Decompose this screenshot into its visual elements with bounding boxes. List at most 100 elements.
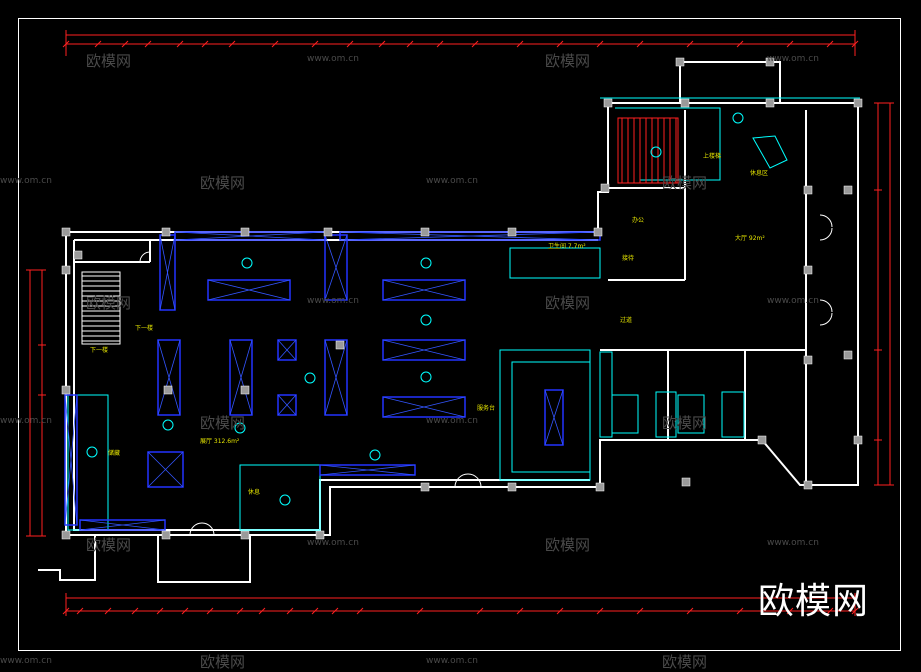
circle-tag-icon xyxy=(279,494,291,506)
watermark-logo: 欧模网 xyxy=(545,294,591,312)
label-upstairs: 上楼梯 xyxy=(703,152,721,160)
shelf-unit-icon xyxy=(382,339,466,361)
shelf-unit-icon xyxy=(207,279,291,301)
column-marker-icon xyxy=(843,185,853,195)
shelf-unit-icon xyxy=(319,464,416,476)
column-marker-icon xyxy=(61,385,71,395)
watermark-url: www.om.cn xyxy=(767,54,819,64)
column-marker-icon xyxy=(680,98,690,108)
column-marker-icon xyxy=(765,57,775,67)
label-downstairs-2: 下一楼 xyxy=(135,324,153,332)
circle-tag-icon xyxy=(420,257,432,269)
drawing-frame xyxy=(18,18,901,651)
watermark-logo: 欧模网 xyxy=(200,174,246,192)
column-marker-icon xyxy=(507,482,517,492)
dimension-lines-right xyxy=(874,102,894,486)
circle-tag-icon xyxy=(304,372,316,384)
column-marker-icon xyxy=(240,530,250,540)
door-swing-icon xyxy=(139,214,833,536)
shelf-unit-icon xyxy=(382,396,466,418)
watermark-url: www.om.cn xyxy=(767,296,819,306)
staircase-icon xyxy=(81,271,121,345)
shelf-unit-icon xyxy=(147,451,184,488)
label-downstairs: 下一楼 xyxy=(90,346,108,354)
walls xyxy=(38,61,859,583)
column-marker-icon xyxy=(765,98,775,108)
watermark-url: www.om.cn xyxy=(0,176,52,186)
shelf-unit-icon xyxy=(277,339,297,361)
room-labels: 展厅 312.6m² 卫生间 7.7m² 大厅 92m² 上楼梯 下一楼 下一楼… xyxy=(90,152,768,496)
column-marker-icon xyxy=(803,265,813,275)
column-marker-icon xyxy=(73,250,83,260)
watermark-logo: 欧模网 xyxy=(86,294,132,312)
watermark-url: www.om.cn xyxy=(426,416,478,426)
column-marker-icon xyxy=(420,227,430,237)
circle-tag-icon xyxy=(650,146,662,158)
brand-logo: 欧模网 xyxy=(758,581,870,622)
watermark-logo: 欧模网 xyxy=(662,653,708,671)
watermark-logo: 欧模网 xyxy=(545,536,591,554)
column-markers xyxy=(61,57,863,540)
label-restroom: 卫生间 7.7m² xyxy=(548,242,586,250)
circle-tag-icon xyxy=(420,314,432,326)
column-marker-icon xyxy=(681,477,691,487)
watermark-url: www.om.cn xyxy=(767,538,819,548)
watermark-url: www.om.cn xyxy=(307,538,359,548)
watermark-logo: 欧模网 xyxy=(200,414,246,432)
column-marker-icon xyxy=(803,480,813,490)
watermark-logo: 欧模网 xyxy=(662,414,708,432)
column-marker-icon xyxy=(61,530,71,540)
column-marker-icon xyxy=(161,530,171,540)
column-marker-icon xyxy=(323,227,333,237)
watermark-logo: 欧模网 xyxy=(662,174,708,192)
circle-tags xyxy=(86,112,744,506)
shelf-unit-icon xyxy=(382,279,466,301)
column-marker-icon xyxy=(593,227,603,237)
shelf-unit-icon xyxy=(324,234,348,301)
column-marker-icon xyxy=(507,227,517,237)
column-marker-icon xyxy=(853,98,863,108)
circle-tag-icon xyxy=(241,257,253,269)
column-marker-icon xyxy=(420,482,430,492)
dimension-lines-left xyxy=(26,269,46,537)
circle-tag-icon xyxy=(86,446,98,458)
shelf-units xyxy=(64,231,601,531)
shelf-unit-icon xyxy=(79,519,166,531)
column-marker-icon xyxy=(843,350,853,360)
watermark-logo: 欧模网 xyxy=(86,52,132,70)
column-marker-icon xyxy=(61,227,71,237)
column-marker-icon xyxy=(335,340,345,350)
column-marker-icon xyxy=(757,435,767,445)
watermark-url: www.om.cn xyxy=(426,176,478,186)
column-marker-icon xyxy=(240,227,250,237)
column-marker-icon xyxy=(161,227,171,237)
watermark-logo: 欧模网 xyxy=(86,536,132,554)
label-lounge: 休息区 xyxy=(750,169,768,177)
column-marker-icon xyxy=(61,265,71,275)
dimension-lines-top xyxy=(62,30,859,56)
watermark-url: www.om.cn xyxy=(307,296,359,306)
watermark-url: www.om.cn xyxy=(0,656,52,666)
watermark-url: www.om.cn xyxy=(426,656,478,666)
watermark-logo: 欧模网 xyxy=(545,52,591,70)
circle-tag-icon xyxy=(369,449,381,461)
label-lobby: 大厅 92m² xyxy=(735,234,765,242)
watermark-url: www.om.cn xyxy=(0,416,52,426)
column-marker-icon xyxy=(853,435,863,445)
column-marker-icon xyxy=(675,57,685,67)
shelf-unit-icon xyxy=(277,394,297,416)
watermark-url: www.om.cn xyxy=(307,54,359,64)
shelf-unit-icon xyxy=(159,234,176,311)
column-marker-icon xyxy=(595,482,605,492)
column-marker-icon xyxy=(603,98,613,108)
column-marker-icon xyxy=(803,355,813,365)
shelf-unit-icon xyxy=(324,339,348,416)
circle-tag-icon xyxy=(732,112,744,124)
staircase-upper-icon xyxy=(617,117,679,184)
label-service-desk: 服务台 xyxy=(477,404,495,412)
column-marker-icon xyxy=(600,183,610,193)
shelf-unit-icon xyxy=(157,339,181,416)
fixtures xyxy=(67,97,860,531)
